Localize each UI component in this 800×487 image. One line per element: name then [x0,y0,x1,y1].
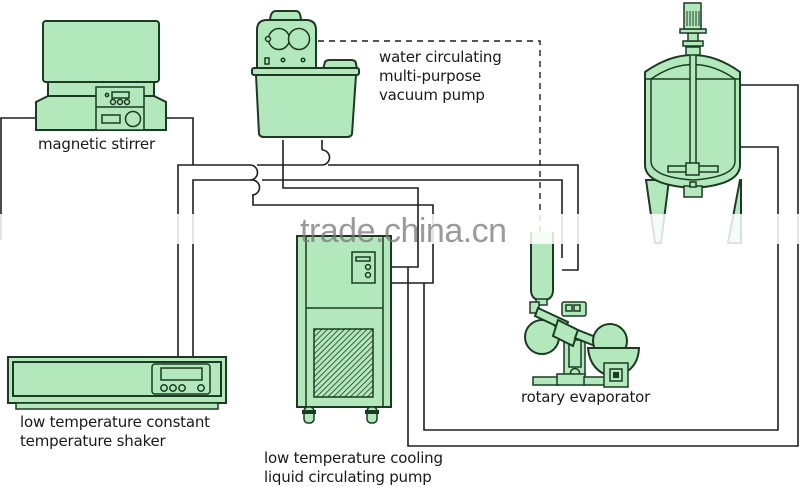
label-line: vacuum pump [379,86,485,104]
watermark-band [0,214,800,244]
label-line: multi-purpose [379,67,482,85]
pipe-stirrer-right [165,117,194,165]
pipe-chiller-loop-inner [423,146,779,431]
label-rotary-evaporator: rotary evaporator [521,388,650,407]
pipe-stirrer-left [0,117,36,240]
reactor [644,2,742,244]
vacuum-pump [251,10,360,138]
label-line: low temperature cooling [264,449,443,467]
label-vacuum-pump: water circulating multi-purpose vacuum p… [379,48,502,105]
pipe-crossover-1 [249,164,259,181]
label-magnetic-stirrer: magnetic stirrer [38,135,155,154]
pipe-vacuum-left [282,140,419,268]
rotary-evaporator [524,232,641,388]
label-line: magnetic stirrer [38,135,155,153]
pipe-crossover-2 [321,149,331,166]
magnetic-stirrer [35,20,167,131]
pipe-crossover-1b [251,179,261,196]
pipe-vacuum-dashed [318,40,541,255]
watermark-text: trade.china.cn [300,212,507,250]
label-line: water circulating [379,48,502,66]
label-line: temperature shaker [20,432,166,450]
label-chiller: low temperature cooling liquid circulati… [264,449,443,487]
pipe-shaker-inner [192,179,252,357]
label-line: liquid circulating pump [264,468,432,486]
pipe-shaker-outer [177,164,250,357]
pipe-chiller-loop-outer [407,84,799,447]
label-line: low temperature constant [20,413,210,431]
shaker [7,356,227,410]
label-line: rotary evaporator [521,388,651,406]
pipe-vacuum-inner [252,195,434,284]
label-shaker: low temperature constant temperature sha… [20,413,210,451]
chiller [296,235,392,424]
